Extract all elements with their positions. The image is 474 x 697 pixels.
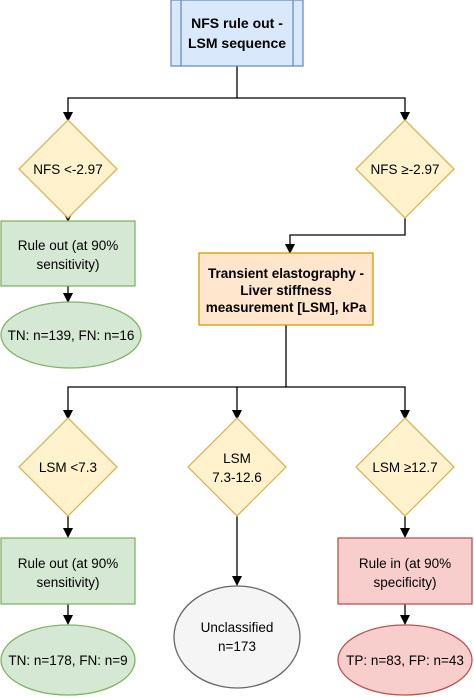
te-line-2: Liver stiffness <box>240 283 332 298</box>
decision-lsm-high-diamond <box>355 417 455 517</box>
connector-te-split <box>63 325 287 420</box>
ruleout-lsm-line-2: sensitivity) <box>36 575 99 590</box>
rulein-lsm-line-2: specificity) <box>373 575 436 590</box>
start-line-2: LSM sequence <box>188 35 286 51</box>
decision-lsm-mid-line-1: LSM <box>223 451 251 466</box>
decision-lsm-mid-diamond <box>187 417 287 517</box>
start-node: NFS rule out - LSM sequence <box>170 0 304 67</box>
unclassified-node: Unclassified n=173 <box>173 585 301 689</box>
result-lsm-low-node: TN: n=178, FN: n=9 <box>0 624 136 696</box>
decision-nfs-high-label: NFS ≥-2.97 <box>371 162 440 177</box>
decision-nfs-low-label: NFS <-2.97 <box>33 162 102 177</box>
te-line-1: Transient elastography - <box>208 266 364 281</box>
ruleout-nfs-line-2: sensitivity) <box>36 257 99 272</box>
connectors <box>63 66 410 625</box>
rulein-lsm-line-1: Rule in (at 90% <box>359 556 451 571</box>
ruleout-lsm-node: Rule out (at 90% sensitivity) <box>0 537 136 605</box>
result-lsm-low-label: TN: n=178, FN: n=9 <box>8 653 127 668</box>
decision-lsm-low-diamond <box>18 417 118 517</box>
decision-lsm-high: LSM ≥12.7 <box>355 417 455 517</box>
result-lsm-high-ellipse <box>337 624 473 696</box>
result-lsm-high-node: TP: n=83, FP: n=43 <box>337 624 473 696</box>
result-nfs-ellipse <box>0 301 142 369</box>
unclassified-line-1: Unclassified <box>201 620 274 635</box>
connector-te-lsm-high <box>286 386 410 420</box>
result-lsm-high-label: TP: n=83, FP: n=43 <box>346 653 464 668</box>
ruleout-nfs-box <box>0 220 136 287</box>
te-box <box>198 252 374 326</box>
ruleout-nfs-line-1: Rule out (at 90% <box>18 238 119 253</box>
te-line-3: measurement [LSM], kPa <box>206 300 367 315</box>
te-node: Transient elastography - Liver stiffness… <box>198 252 374 326</box>
ruleout-nfs-node: Rule out (at 90% sensitivity) <box>0 220 136 287</box>
decision-nfs-high: NFS ≥-2.97 <box>355 119 455 219</box>
connector-start-split <box>63 66 238 122</box>
decision-nfs-low-diamond <box>18 119 118 219</box>
decision-lsm-low-label: LSM <7.3 <box>39 460 97 475</box>
decision-lsm-high-label: LSM ≥12.7 <box>372 460 437 475</box>
decision-nfs-low: NFS <-2.97 <box>18 119 118 219</box>
connector-start-nfs-high <box>237 97 410 122</box>
decision-nfs-high-diamond <box>355 119 455 219</box>
result-lsm-low-ellipse <box>0 624 136 696</box>
decision-lsm-low: LSM <7.3 <box>18 417 118 517</box>
start-line-1: NFS rule out - <box>191 15 283 31</box>
ruleout-lsm-box <box>0 537 136 605</box>
result-nfs-label: TN: n=139, FN: n=16 <box>8 328 135 343</box>
ruleout-lsm-line-1: Rule out (at 90% <box>18 556 119 571</box>
decision-lsm-mid-line-2: 7.3-12.6 <box>212 470 262 485</box>
unclassified-ellipse <box>173 585 301 689</box>
connector-nfs-high-te <box>285 218 406 254</box>
start-box <box>170 0 304 67</box>
result-nfs-node: TN: n=139, FN: n=16 <box>0 301 142 369</box>
unclassified-line-2: n=173 <box>218 639 256 654</box>
rulein-lsm-box <box>337 537 473 605</box>
decision-lsm-mid: LSM 7.3-12.6 <box>187 417 287 517</box>
rulein-lsm-node: Rule in (at 90% specificity) <box>337 537 473 605</box>
